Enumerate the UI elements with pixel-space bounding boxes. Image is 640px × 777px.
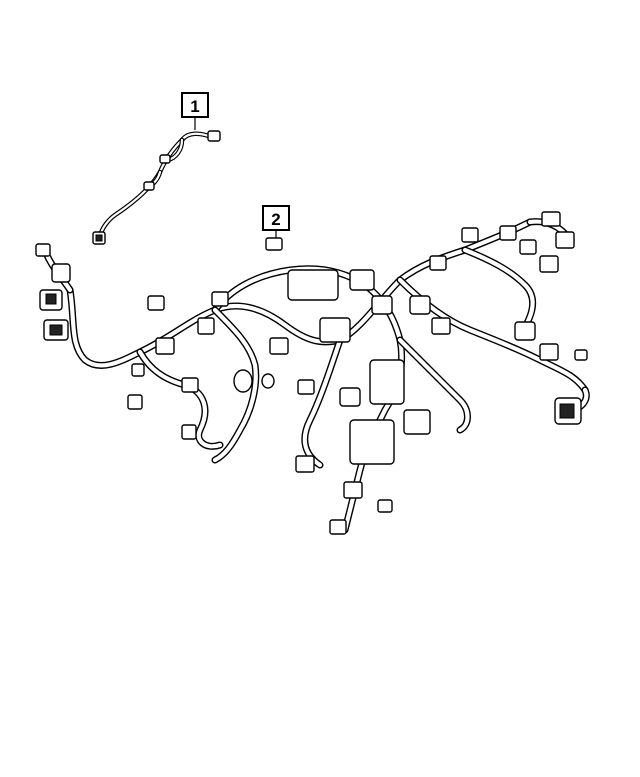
callout-1[interactable]: 1 bbox=[181, 92, 209, 130]
connector-icon bbox=[539, 255, 559, 273]
connector-icon bbox=[131, 363, 145, 377]
connector-icon bbox=[319, 317, 351, 343]
callout-1-label: 1 bbox=[190, 97, 199, 116]
connector-icon bbox=[269, 337, 289, 355]
connector-icon bbox=[349, 419, 395, 465]
connector-icon bbox=[49, 324, 63, 336]
connector-icon bbox=[499, 225, 517, 241]
connector-icon bbox=[339, 387, 361, 407]
connector-icon bbox=[155, 337, 175, 355]
connector-icon bbox=[207, 130, 221, 142]
connector-icon bbox=[287, 269, 339, 301]
callout-2-label: 2 bbox=[271, 210, 280, 229]
harness-part-2 bbox=[35, 211, 590, 535]
connector-icon bbox=[371, 295, 393, 315]
connector-icon bbox=[297, 379, 315, 395]
grommet-icon bbox=[261, 373, 275, 389]
connector-icon bbox=[519, 239, 537, 255]
connector-icon bbox=[51, 263, 71, 283]
connector-icon bbox=[461, 227, 479, 243]
connector-icon bbox=[559, 403, 575, 419]
harness-part-1 bbox=[92, 130, 221, 245]
connector-icon bbox=[403, 409, 431, 435]
connector-icon bbox=[159, 154, 171, 164]
grommet-icon bbox=[233, 369, 253, 393]
connector-icon bbox=[265, 237, 283, 251]
connector-icon bbox=[429, 255, 447, 271]
connector-icon bbox=[181, 377, 199, 393]
connector-icon bbox=[147, 295, 165, 311]
connector-icon bbox=[181, 424, 197, 440]
connector-icon bbox=[343, 481, 363, 499]
connector-icon bbox=[211, 291, 229, 307]
connector-icon bbox=[541, 211, 561, 227]
connector-icon bbox=[45, 293, 57, 305]
connector-icon bbox=[574, 349, 588, 361]
connector-icon bbox=[143, 181, 155, 191]
connector-icon bbox=[369, 359, 405, 405]
connector-icon bbox=[514, 321, 536, 341]
connector-icon bbox=[295, 455, 315, 473]
connector-icon bbox=[95, 234, 103, 242]
connector-icon bbox=[329, 519, 347, 535]
connector-icon bbox=[555, 231, 575, 249]
connector-icon bbox=[539, 343, 559, 361]
connector-icon bbox=[377, 499, 393, 513]
connector-icon bbox=[127, 394, 143, 410]
connector-icon bbox=[409, 295, 431, 315]
connector-icon bbox=[431, 317, 451, 335]
connector-icon bbox=[349, 269, 375, 291]
connector-icon bbox=[197, 317, 215, 335]
connector-icon bbox=[35, 243, 51, 257]
